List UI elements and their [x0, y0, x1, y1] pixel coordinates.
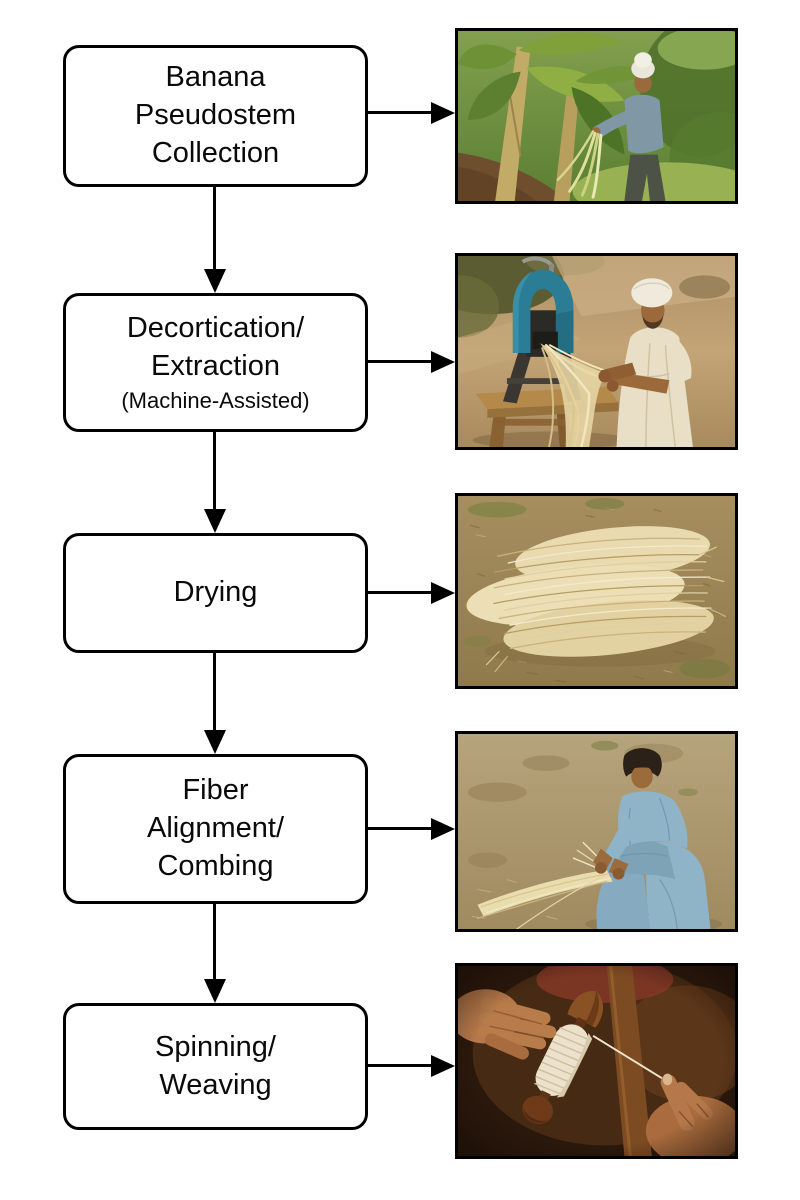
- spinning-photo: [455, 963, 738, 1159]
- arrow-right-icon: [368, 351, 455, 373]
- flow-node-spinning-weaving: Spinning/ Weaving: [63, 1003, 368, 1130]
- node-label: Spinning/ Weaving: [155, 1030, 276, 1101]
- arrow-down-icon: [204, 187, 226, 293]
- arrow-down-icon: [204, 432, 226, 533]
- banana-collection-illustration: [458, 31, 735, 201]
- node-label: Fiber Alignment/ Combing: [146, 774, 284, 882]
- decortication-photo: [455, 253, 738, 450]
- alignment-photo: [455, 731, 738, 932]
- arrow-right-icon: [368, 1055, 455, 1077]
- arrow-right-icon: [368, 102, 455, 124]
- spinning-illustration: [458, 966, 735, 1156]
- arrow-right-icon: [368, 818, 455, 840]
- flow-node-decortication-extraction: Decortication/ Extraction (Machine-Assis…: [63, 293, 368, 432]
- node-label: Banana Pseudostem Collection: [134, 61, 297, 169]
- drying-photo: [455, 493, 738, 689]
- arrow-right-icon: [368, 582, 455, 604]
- flow-node-banana-pseudostem-collection: Banana Pseudostem Collection: [63, 45, 368, 187]
- node-label: Drying: [173, 576, 258, 609]
- arrow-down-icon: [204, 904, 226, 1003]
- banana-collection-photo: [455, 28, 738, 204]
- flow-node-fiber-alignment-combing: Fiber Alignment/ Combing: [63, 754, 368, 904]
- decortication-illustration: [458, 256, 735, 447]
- flow-node-drying: Drying: [63, 533, 368, 653]
- alignment-illustration: [458, 734, 735, 929]
- node-label: Decortication/ Extraction: [126, 312, 305, 382]
- drying-illustration: [458, 496, 735, 686]
- arrow-down-icon: [204, 653, 226, 754]
- node-sublabel: (Machine-Assisted): [121, 388, 310, 414]
